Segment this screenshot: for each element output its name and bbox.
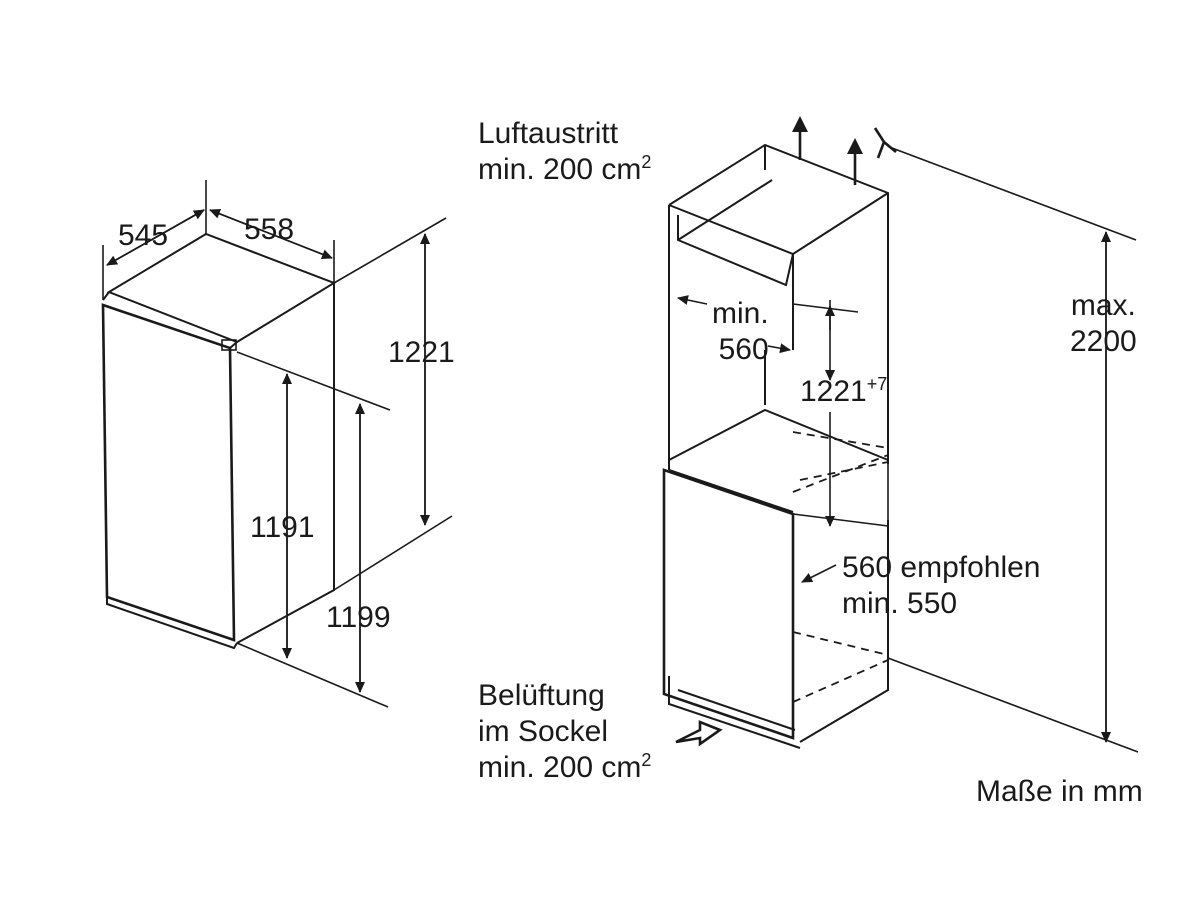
- air-outlet-area: min. 200 cm2: [478, 152, 652, 186]
- door-height-dimension-label: 1191: [250, 511, 315, 544]
- niche-depth-recommended: 560 empfohlen: [842, 551, 1041, 584]
- max-height-label: max. 2200: [1070, 288, 1137, 360]
- plinth-ventilation-label: Belüftung im Sockel min. 200 cm2: [478, 678, 651, 786]
- appliance-drawing: [101, 232, 337, 650]
- plinth-ventilation-area: min. 200 cm2: [478, 750, 652, 784]
- niche-width-prefix: min.: [712, 297, 769, 330]
- appliance-dimension-lines: [102, 180, 453, 708]
- niche-dimension-lines: [677, 147, 1139, 753]
- depth-dimension-label: 545: [118, 219, 169, 252]
- niche-height-label: 1221+7: [800, 374, 888, 408]
- niche-depth-label: 560 empfohlen min. 550: [842, 550, 1041, 622]
- total-height-dimension-label: 1221: [388, 336, 455, 369]
- plinth-ventilation-title: Belüftung: [478, 679, 605, 712]
- overall-height-dimension-label: 1199: [326, 601, 391, 634]
- plinth-ventilation-location: im Sockel: [478, 715, 609, 748]
- max-height-prefix: max.: [1070, 289, 1136, 322]
- air-outlet-label: Luftaustritt min. 200 cm2: [478, 116, 651, 188]
- max-height-value: 2200: [1070, 325, 1137, 358]
- niche-depth-minimum: min. 550: [842, 587, 958, 620]
- units-note: Maße in mm: [976, 775, 1143, 808]
- niche-width-value: 560: [718, 333, 769, 366]
- niche-drawing: [662, 143, 889, 749]
- air-outlet-title: Luftaustritt: [478, 117, 619, 150]
- width-dimension-label: 558: [244, 213, 295, 246]
- niche-width-label: min. 560: [710, 296, 769, 368]
